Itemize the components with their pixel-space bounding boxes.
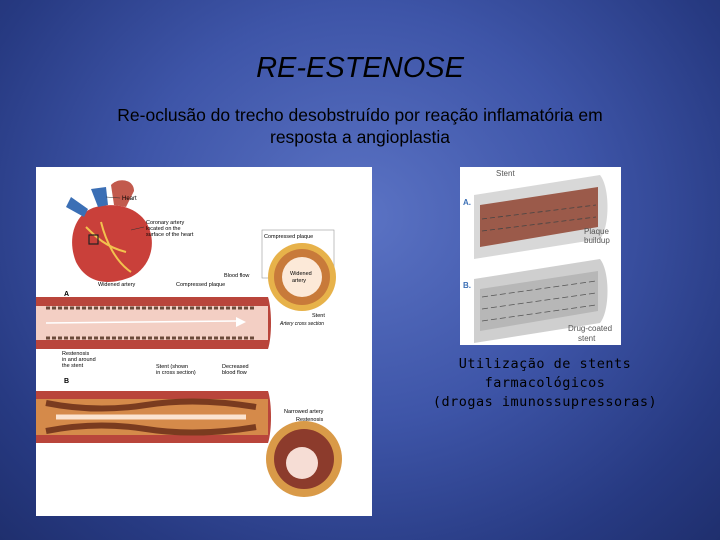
label-widened-artery: Widened artery [98, 282, 136, 288]
stent-comparison-illustration: Stent A. Plaque buildup B. Drug-coated s… [460, 167, 621, 345]
stent-caption: Utilização de stents farmacológicos (dro… [400, 355, 690, 412]
label-coronary-3: surface of the heart [146, 232, 194, 238]
label-restenosis-3: the stent [62, 363, 84, 369]
label-stent: Stent [496, 169, 515, 178]
caption-line-1: Utilização de stents farmacológicos [400, 355, 690, 393]
label-b: B [64, 378, 69, 385]
label-drug-1: Drug-coated [568, 324, 612, 333]
label-a-right: A. [463, 198, 471, 207]
caption-line-2: (drogas imunossupressoras) [400, 393, 690, 412]
slide-subtitle: Re-oclusão do trecho desobstruído por re… [40, 104, 680, 148]
subtitle-line-2: resposta a angioplastia [40, 126, 680, 148]
label-compressed-plaque-top: Compressed plaque [264, 234, 313, 240]
restenosis-illustration-drawing: Heart Coronary artery located on the sur… [36, 167, 372, 516]
label-b-right: B. [463, 281, 471, 290]
label-plaque-2: buildup [584, 236, 610, 245]
label-blood-flow: Blood flow [224, 273, 249, 279]
label-drug-2: stent [578, 334, 596, 343]
label-stent-shown-2: in cross section) [156, 370, 196, 376]
label-artery: artery [292, 278, 306, 284]
label-compressed-plaque-a: Compressed plaque [176, 282, 225, 288]
label-plaque-1: Plaque [584, 227, 609, 236]
restenosis-illustration: Heart Coronary artery located on the sur… [36, 167, 372, 516]
subtitle-line-1: Re-oclusão do trecho desobstruído por re… [40, 104, 680, 126]
label-stent-right: Stent [312, 313, 325, 319]
label-artery-cross-section: Artery cross section [279, 321, 324, 327]
label-heart: Heart [122, 196, 137, 202]
heart-drawing [66, 180, 152, 282]
slide-title: RE-ESTENOSE [0, 52, 720, 85]
label-a: A [64, 291, 69, 298]
label-narrowed-artery: Narrowed artery [284, 409, 324, 415]
label-decreased-2: blood flow [222, 370, 247, 376]
label-widened: Widened [290, 271, 312, 277]
stent-comparison-drawing: Stent A. Plaque buildup B. Drug-coated s… [460, 167, 621, 345]
